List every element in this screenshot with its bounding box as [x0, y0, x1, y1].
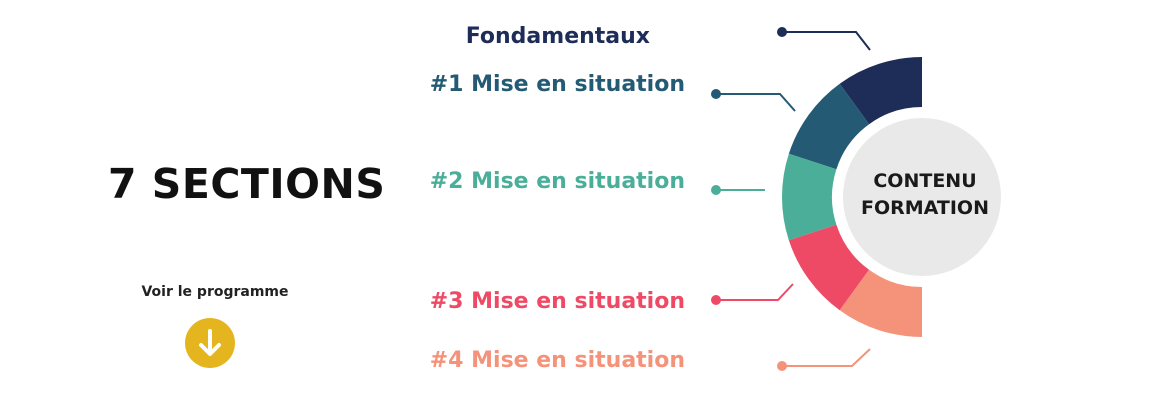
- headline: 7 SECTIONS: [108, 160, 386, 208]
- cta-label: Voir le programme: [141, 284, 289, 300]
- section-label-1: #1 Mise en situation: [429, 72, 685, 97]
- connector-line: [716, 93, 796, 112]
- ring-segment: [782, 153, 837, 241]
- ring-segment: [788, 224, 870, 311]
- connector-dot: [777, 361, 787, 371]
- center-label-line1: CONTENU: [873, 170, 976, 192]
- ring-segment: [839, 269, 922, 337]
- ring-segment: [788, 83, 870, 170]
- center-circle: [843, 118, 1001, 276]
- connector-dot: [711, 89, 721, 99]
- section-label-4: #4 Mise en situation: [429, 348, 685, 373]
- connector-dot: [777, 27, 787, 37]
- center-label-line2: FORMATION: [861, 197, 989, 219]
- section-label-3: #3 Mise en situation: [429, 289, 685, 314]
- ring-segment: [839, 57, 922, 125]
- program-button[interactable]: [185, 318, 235, 368]
- ring: [782, 57, 922, 337]
- connector-dot: [711, 185, 721, 195]
- connectors: [711, 27, 871, 371]
- arrow-down-circle-icon: [185, 318, 235, 368]
- connector-line: [782, 348, 871, 367]
- connector-line: [716, 283, 794, 301]
- section-label-2: #2 Mise en situation: [429, 169, 685, 194]
- connector-line: [782, 31, 871, 51]
- connector-dot: [711, 295, 721, 305]
- section-label-fondamentaux: Fondamentaux: [465, 24, 650, 49]
